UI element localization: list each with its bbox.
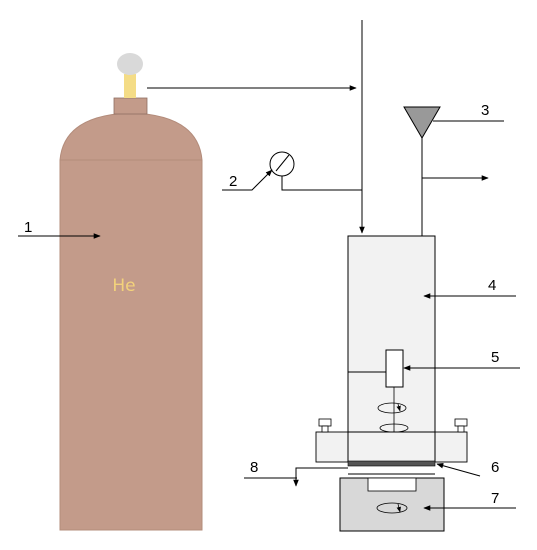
cylinder-body bbox=[59, 112, 203, 531]
gas-label: He bbox=[112, 276, 135, 296]
clamp-bolt-right bbox=[454, 418, 468, 433]
cylinder-valve-cap bbox=[117, 53, 143, 75]
reaction-vessel bbox=[315, 235, 468, 475]
stirrer-base bbox=[339, 477, 445, 532]
cylinder-valve-block bbox=[113, 97, 148, 115]
gauge-needle bbox=[275, 154, 290, 172]
base-rotation bbox=[376, 502, 408, 514]
cylinder-valve-stem bbox=[124, 74, 136, 98]
porous-plate bbox=[347, 460, 436, 467]
sample-holder bbox=[385, 349, 404, 388]
funnel-body bbox=[403, 106, 441, 139]
vessel-body bbox=[347, 235, 436, 463]
helium-cylinder: He bbox=[59, 53, 203, 531]
label-5: 5 bbox=[491, 349, 499, 366]
label-2: 2 bbox=[229, 173, 237, 190]
stirrer-arrow bbox=[396, 403, 401, 412]
label-4: 4 bbox=[488, 277, 496, 294]
clamp-bolt-left bbox=[318, 418, 332, 433]
label-8: 8 bbox=[250, 459, 258, 476]
base-recess bbox=[367, 477, 417, 492]
stirrer-lower bbox=[379, 423, 409, 433]
label-1: 1 bbox=[24, 219, 32, 236]
drain-line bbox=[293, 467, 348, 487]
leader-6 bbox=[436, 462, 481, 477]
gauge-connection-line bbox=[281, 176, 362, 191]
label-3: 3 bbox=[481, 102, 489, 119]
vessel-body-front bbox=[347, 431, 436, 463]
label-7: 7 bbox=[491, 490, 499, 507]
base-rotation-arrow bbox=[396, 503, 401, 513]
pressure-gauge bbox=[269, 151, 362, 191]
label-6: 6 bbox=[491, 459, 499, 476]
stirrer-upper bbox=[377, 402, 407, 414]
leader-2 bbox=[222, 169, 273, 191]
